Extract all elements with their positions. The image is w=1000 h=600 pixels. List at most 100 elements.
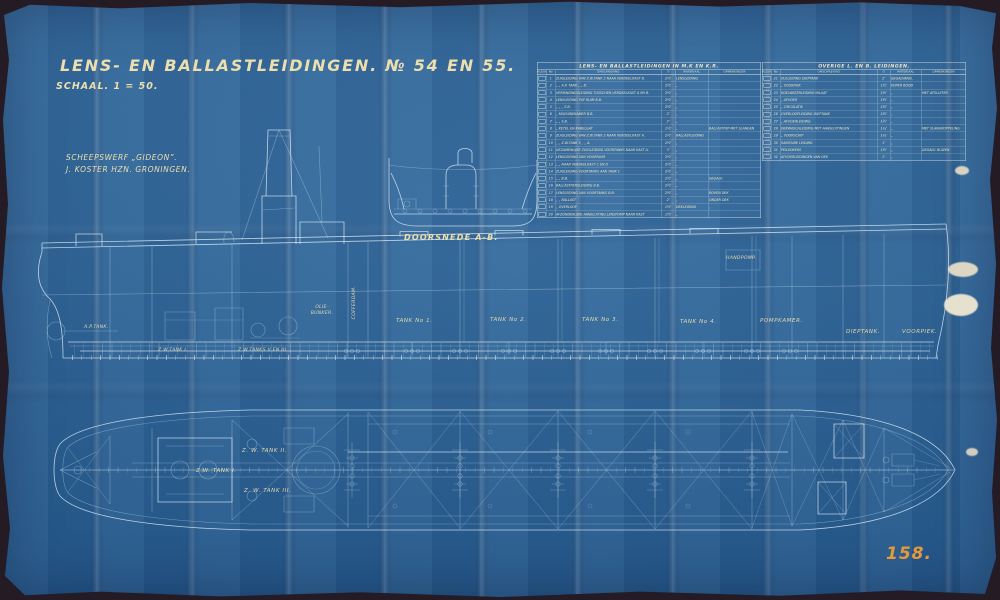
cell-omschrijving: „ „ S.B.: [555, 117, 662, 125]
cell-no: 21: [771, 74, 781, 82]
cell-no: 12: [546, 153, 556, 161]
cell-diameter: 2½″: [661, 95, 676, 104]
color-swatch-cell: [537, 196, 547, 204]
crease: [2, 384, 997, 398]
table-row: 18 „ „ BALLAST 2″ „ ONDER DEK: [537, 196, 761, 204]
cell-opmerkingen: [708, 110, 761, 117]
cell-opmerkingen: [708, 117, 761, 124]
table-row: 23 KOELWATERLEIDING INLAAT 1½″ „ MET AFS…: [762, 88, 966, 96]
shipyard-name: SCHEEPSWERF „GIDEON”.: [66, 153, 178, 162]
cell-materiaal: LENSLEIDING: [675, 74, 709, 82]
label-plan-zw-tank-3: Z. W. TANK III.: [244, 488, 292, 494]
cell-materiaal: „: [890, 88, 922, 96]
color-swatch: [763, 83, 771, 88]
cell-no: 13: [546, 160, 556, 168]
cell-no: 2: [546, 81, 556, 89]
table-row: 26 OVERLOOPLEIDING DIEPTANK 1½″ „: [762, 110, 966, 118]
color-swatch: [763, 126, 771, 131]
cell-materiaal: „: [675, 196, 709, 204]
cell-materiaal: „: [675, 181, 709, 189]
color-swatch-cell: [537, 81, 547, 89]
label-olie-bunker: OLIE- BUNKER.: [310, 305, 334, 316]
color-swatch-cell: [537, 138, 547, 146]
cell-materiaal: „: [890, 153, 922, 161]
color-swatch: [763, 154, 771, 160]
cell-no: 3: [546, 88, 556, 96]
table-title: OVERIGE L. EN B. LEIDINGEN.: [762, 63, 966, 70]
color-swatch-cell: [537, 131, 547, 139]
table-row: 28 DEKWASCHLEIDING MET AANSLUITINGEN 1¼″…: [762, 124, 966, 132]
cell-opmerkingen: [708, 167, 761, 174]
cell-diameter: 1½″: [877, 110, 891, 118]
cell-omschrijving: „ KETEL EN KABELGAT: [555, 124, 662, 132]
cell-diameter: 1½″: [877, 117, 891, 125]
cell-no: 14: [546, 167, 556, 175]
cell-no: 20: [546, 210, 556, 218]
color-swatch-cell: [537, 74, 547, 82]
cell-diameter: 1½″: [877, 81, 891, 89]
color-swatch-cell: [537, 110, 547, 118]
color-swatch: [538, 90, 546, 95]
cell-no: 15: [546, 174, 556, 182]
table-row: 13 „ „ NAAR VERDEELKAST C EN D 2½″ „: [537, 160, 761, 168]
color-swatch-cell: [537, 167, 547, 175]
cell-diameter: 2½″: [661, 81, 676, 89]
plan-view: [53, 409, 956, 531]
table-row: 4 LENSLEIDING PIJP RUIM B.B. 2½″ „: [537, 95, 761, 104]
table-row: 24 „ AFVOER 1½″ „: [762, 95, 966, 104]
fold-line: [668, 1, 678, 597]
cell-omschrijving: „ CIRCULATIE: [780, 103, 878, 111]
cell-materiaal: „: [890, 95, 922, 104]
cell-omschrijving: AFVOERLEIDINGEN VAN DEK: [780, 153, 878, 161]
cell-materiaal: „: [890, 110, 922, 118]
cell-opmerkingen: [708, 181, 761, 189]
cell-diameter: 2½″: [661, 131, 676, 139]
cell-omschrijving: „ „ NAAR VERDEELKAST C EN D: [555, 160, 662, 168]
cell-materiaal: „: [675, 167, 709, 175]
table-row: 20 AFZONDERLIJKE AANSLUITING LENSPOMP NA…: [537, 210, 761, 218]
color-swatch: [763, 118, 771, 124]
cell-opmerkingen: GEGALV.: [708, 174, 761, 182]
cell-materiaal: „: [675, 110, 709, 118]
color-swatch: [763, 76, 771, 81]
table-row: 16 BALLASTPERSLEIDING B.B. 2½″ „: [537, 181, 761, 189]
label-tank-1: TANK No 1.: [396, 318, 433, 324]
cell-omschrijving: LENSLEIDING PIJP RUIM B.B.: [555, 95, 662, 104]
color-swatch-cell: [762, 138, 772, 146]
color-swatch: [538, 183, 546, 188]
cell-diameter: 1½″: [877, 88, 891, 96]
cell-materiaal: „: [890, 124, 922, 132]
cell-opmerkingen: [921, 103, 966, 110]
cell-opmerkingen: MET SLANGKOPPELING: [921, 124, 966, 132]
header-materiaal: MATERIAAL: [891, 70, 922, 74]
cell-omschrijving: VERBINDINGSLEIDING TUSSCHEN VERDEELKAST …: [555, 88, 662, 96]
cell-no: 5: [546, 103, 556, 111]
cell-omschrijving: „ VOORPIEK: [780, 81, 878, 89]
color-swatch-cell: [537, 124, 547, 132]
label-tank-4: TANK No 4.: [680, 319, 717, 325]
color-swatch: [538, 147, 546, 153]
color-swatch: [538, 126, 546, 131]
header-diameter: ∅: [878, 70, 891, 74]
cell-no: 9: [546, 131, 556, 139]
color-swatch: [538, 204, 546, 210]
cell-opmerkingen: [921, 95, 966, 103]
color-swatch-cell: [537, 88, 547, 96]
shipyard-city: J. KOSTER HZN. GRONINGEN.: [66, 164, 191, 174]
cell-opmerkingen: [708, 138, 761, 146]
table-row: 2 „ „ A.P. TANK „ „ B. 2½″ „: [537, 81, 761, 89]
color-swatch-cell: [762, 145, 772, 154]
cell-diameter: 2½″: [661, 181, 676, 189]
cell-omschrijving: „ „ BALLAST: [555, 196, 662, 204]
cell-no: 28: [771, 124, 781, 132]
cell-omschrijving: ZUIGLEIDING VOORTANKS AAN TANK 1: [555, 167, 662, 175]
cell-no: 11: [546, 145, 556, 154]
color-swatch: [538, 118, 546, 124]
color-swatch-cell: [537, 103, 547, 111]
cell-materiaal: „: [675, 160, 709, 168]
color-swatch: [538, 161, 546, 167]
table-body: 1 ZUIGLEIDING VAN Z.W.TANK 2 NAAR VERDEE…: [537, 74, 761, 218]
cell-opmerkingen: [708, 81, 761, 89]
cell-opmerkingen: [708, 103, 761, 110]
cell-diameter: 2″: [877, 74, 891, 82]
